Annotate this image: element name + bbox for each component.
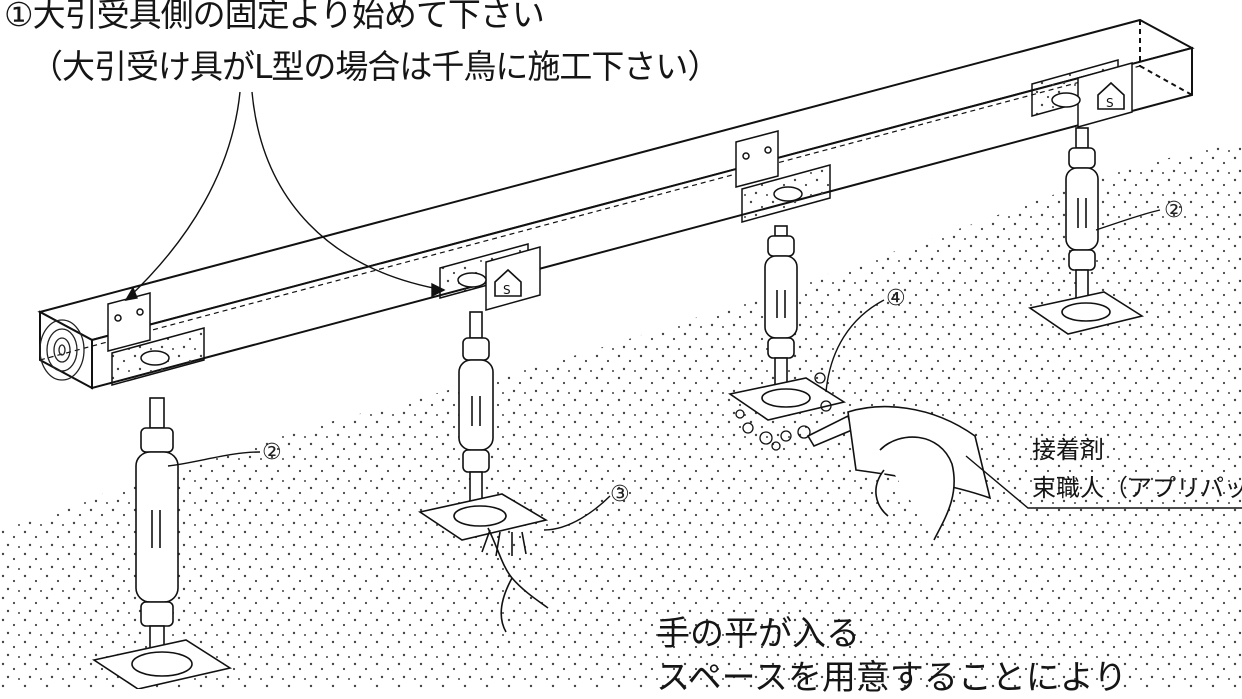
adhesive-label-line-1: 接着剤 <box>1032 436 1104 464</box>
bracket-second <box>439 243 541 311</box>
hand-with-adhesive-pack <box>806 405 992 541</box>
hand-note-line-1: 手の平が入る <box>656 614 860 654</box>
instruction-line-2: （大引受け具がL型の場合は千鳥に施工下さい） <box>30 47 720 86</box>
svg-text:S: S <box>1106 96 1114 110</box>
callout-adhesive-step: ④ <box>886 286 906 311</box>
floor-stipple <box>0 140 1242 689</box>
bracket-third <box>735 130 831 223</box>
beam-end-grain <box>39 319 85 381</box>
post-right <box>1028 127 1145 335</box>
beam <box>37 18 1195 390</box>
bracket-right <box>1031 59 1133 128</box>
adhesive-label-line-2: 束職人（アプリパック） <box>1032 474 1242 502</box>
leader-lines <box>124 91 1242 531</box>
adhesive-dabs <box>735 372 832 451</box>
brand-house-s-icon: S <box>1097 81 1125 110</box>
callout-post-left: ② <box>262 440 282 465</box>
brand-house-s-icon: S <box>494 268 522 297</box>
hand-note-line-2: スペースを用意することにより <box>656 658 1128 698</box>
instruction-line-1: ①大引受具側の固定より始めて下さい <box>4 0 545 34</box>
post-left <box>91 397 233 689</box>
post-second <box>417 311 549 541</box>
svg-text:S: S <box>503 283 511 297</box>
post-third <box>728 225 847 421</box>
callout-base-hand: ③ <box>610 482 630 507</box>
bracket-left <box>107 292 205 386</box>
hand-under-base <box>481 527 549 633</box>
callout-post-right: ② <box>1164 198 1184 223</box>
